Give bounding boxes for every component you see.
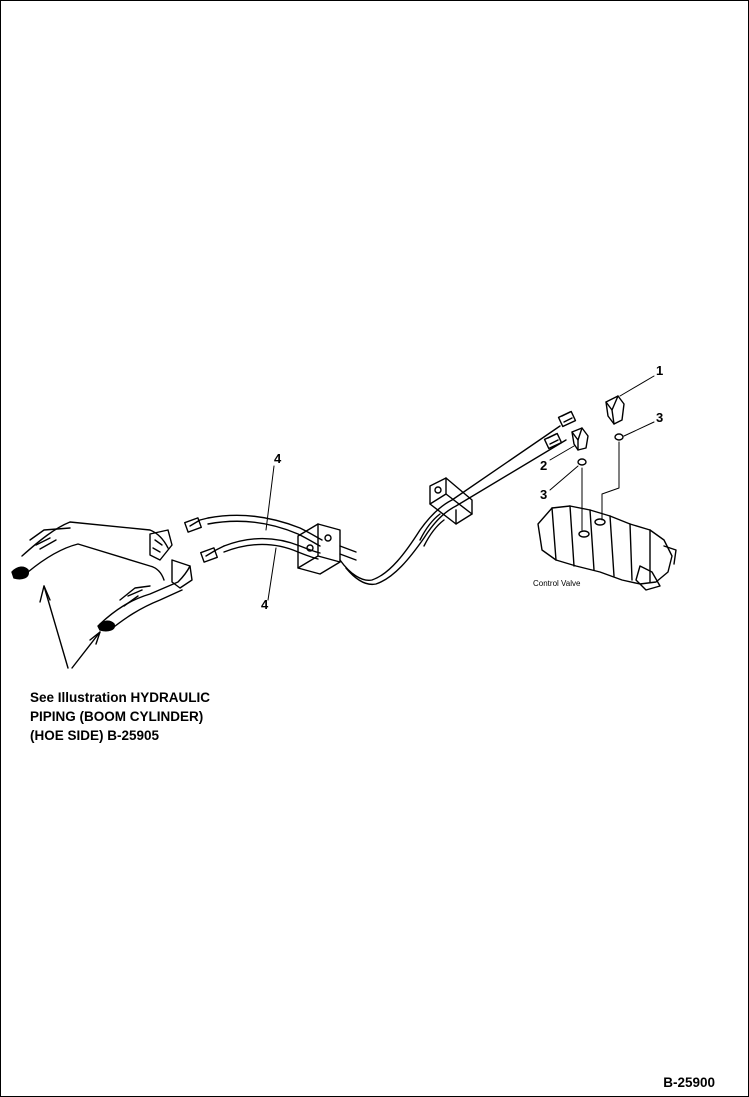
callout-leaders [265, 375, 655, 601]
clamp-block [297, 523, 357, 575]
reference-note-line-1: See Illustration HYDRAULIC [30, 690, 211, 705]
hose-assemblies [184, 514, 323, 563]
hose-end-fittings [543, 410, 577, 450]
reference-note-line-2: PIPING (BOOM CYLINDER) [30, 709, 204, 724]
assembly-lines [581, 441, 620, 531]
callout-part-3-lower: 3 [540, 487, 548, 502]
control-valve [537, 505, 677, 591]
main-hoses [339, 425, 567, 586]
hose-clamp [429, 477, 473, 525]
reference-arrows [39, 585, 101, 669]
callout-part-4-lower: 4 [261, 597, 269, 612]
reference-note-line-3: (HOE SIDE) B-25905 [30, 728, 160, 743]
callout-part-3-upper: 3 [656, 410, 664, 425]
callout-part-2: 2 [540, 458, 548, 473]
figure-number: B-25900 [663, 1075, 715, 1090]
reference-note: See Illustration HYDRAULIC PIPING (BOOM … [30, 688, 260, 745]
boom-cylinder-pipes [11, 521, 193, 632]
callout-part-4-upper: 4 [274, 451, 282, 466]
callout-part-1: 1 [656, 363, 664, 378]
control-valve-label: Control Valve [533, 579, 581, 588]
o-rings [577, 433, 624, 466]
elbow-fittings [571, 395, 625, 451]
